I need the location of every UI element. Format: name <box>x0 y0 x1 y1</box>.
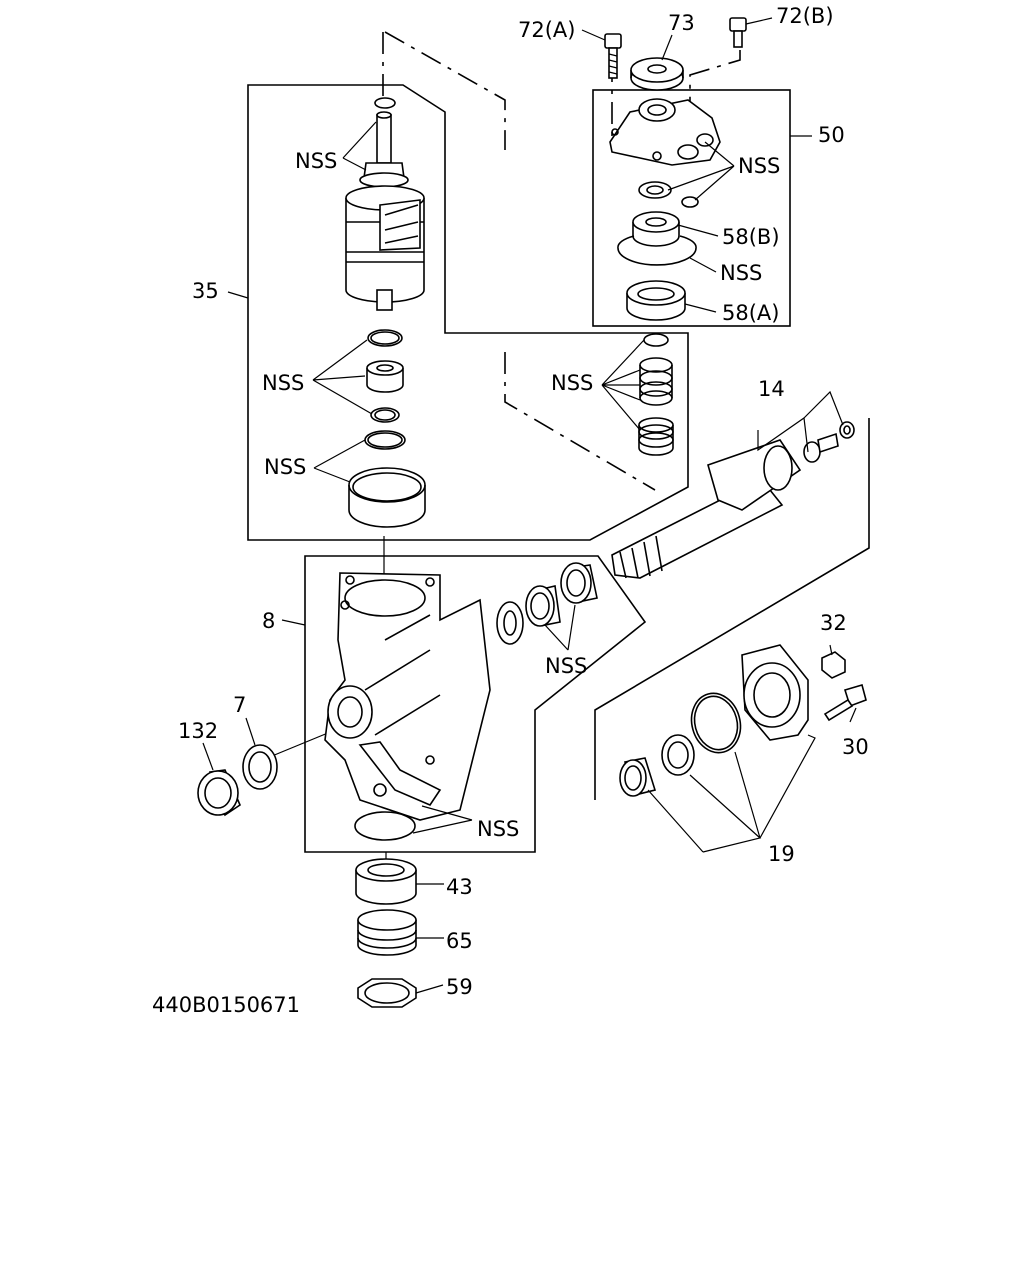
nut-small <box>839 421 855 439</box>
oring-side-large <box>690 692 742 754</box>
label-43: 43 <box>446 875 473 899</box>
label-30: 30 <box>842 735 869 759</box>
needle-bearing-2 <box>560 562 598 604</box>
axis-line-top-diag <box>384 31 506 150</box>
oring-cover-small <box>638 181 672 199</box>
label-nss-bottom: NSS <box>477 817 519 841</box>
label-nss-cover-2: NSS <box>720 261 762 285</box>
label-nss-low: NSS <box>264 455 306 479</box>
needle-bearing-side <box>619 757 657 797</box>
lock-washer-59 <box>357 978 417 1008</box>
label-50: 50 <box>818 123 845 147</box>
axis-line-valve <box>504 352 656 491</box>
label-65: 65 <box>446 929 473 953</box>
label-35: 35 <box>192 279 219 303</box>
oring-mid-3 <box>364 430 406 450</box>
valve-cover <box>609 98 721 166</box>
bolt-72a <box>604 33 622 79</box>
adjust-screw <box>803 432 839 463</box>
frame-50 <box>592 89 791 327</box>
oring-mid-1 <box>367 329 403 347</box>
washer-73 <box>630 57 684 91</box>
oring-shaft-top <box>374 97 396 109</box>
input-shaft <box>359 111 409 188</box>
oring-cover-tiny <box>681 196 699 208</box>
bolt-72b <box>729 17 747 48</box>
oring-mid-2 <box>370 407 400 423</box>
leader-lines <box>202 17 857 994</box>
label-19: 19 <box>768 842 795 866</box>
valve-spool-rings <box>638 333 674 456</box>
bearing-sector-1 <box>496 601 524 645</box>
oring-housing-bottom <box>354 811 416 841</box>
bearing-43 <box>355 858 417 905</box>
label-nss-cover-1: NSS <box>738 154 780 178</box>
label-nss-valve: NSS <box>551 371 593 395</box>
label-58b: 58(B) <box>722 225 780 249</box>
bearing-58a <box>626 280 686 321</box>
oring-cover-large <box>617 235 697 266</box>
label-32: 32 <box>820 611 847 635</box>
sector-shaft <box>611 439 802 579</box>
bearing-58b <box>632 211 680 247</box>
label-14: 14 <box>758 377 785 401</box>
label-59: 59 <box>446 975 473 999</box>
seal-132 <box>197 769 241 817</box>
bolt-30 <box>823 684 867 722</box>
label-72a: 72(A) <box>518 18 575 42</box>
label-73: 73 <box>668 11 695 35</box>
seal-side <box>661 734 695 776</box>
frame-35 <box>247 84 689 541</box>
valve-seal <box>366 360 404 393</box>
nut-32 <box>821 651 846 679</box>
seal-ring-large <box>348 467 426 528</box>
label-8: 8 <box>262 609 275 633</box>
frame-8 <box>304 555 647 853</box>
frame-19 <box>594 418 870 800</box>
side-cover <box>741 644 809 741</box>
gear-housing <box>324 572 491 821</box>
label-nss-bearing: NSS <box>545 654 587 678</box>
needle-bearing-1 <box>525 585 561 627</box>
rotary-valve <box>345 185 425 311</box>
label-72b: 72(B) <box>776 4 834 28</box>
drawing-number: 440B0150671 <box>152 993 300 1017</box>
seal-7 <box>242 744 278 790</box>
label-132: 132 <box>178 719 218 743</box>
label-7: 7 <box>233 693 246 717</box>
label-nss-mid: NSS <box>262 371 304 395</box>
label-58a: 58(A) <box>722 301 779 325</box>
axis-line-cover2 <box>689 50 741 120</box>
nut-65 <box>357 909 417 956</box>
label-nss-shaft: NSS <box>295 149 337 173</box>
